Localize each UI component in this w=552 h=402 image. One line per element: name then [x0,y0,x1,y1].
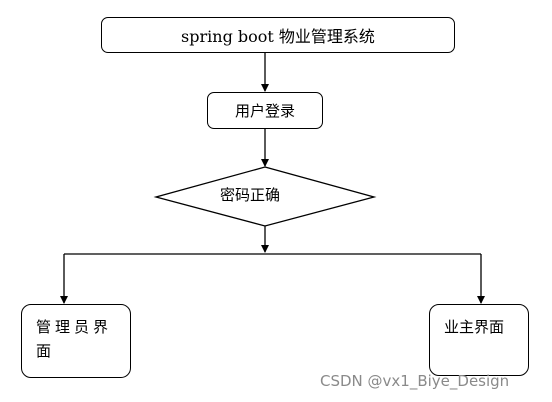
csdn-watermark: CSDN @vx1_Biye_Design [320,372,510,390]
password-check-label: 密码正确 [219,186,280,204]
user-login-node: 用户登录 [207,92,323,129]
admin-interface-text-line1: 管理员界 [36,318,113,336]
system-title-text: spring boot 物业管理系统 [181,27,375,46]
system-title-node: spring boot 物业管理系统 [101,17,455,53]
admin-interface-node: 管理员界 面 [21,304,131,378]
admin-interface-text-line2: 面 [36,342,56,360]
owner-interface-node: 业主界面 [429,304,529,376]
owner-interface-text: 业主界面 [444,318,505,336]
user-login-text: 用户登录 [234,102,295,120]
